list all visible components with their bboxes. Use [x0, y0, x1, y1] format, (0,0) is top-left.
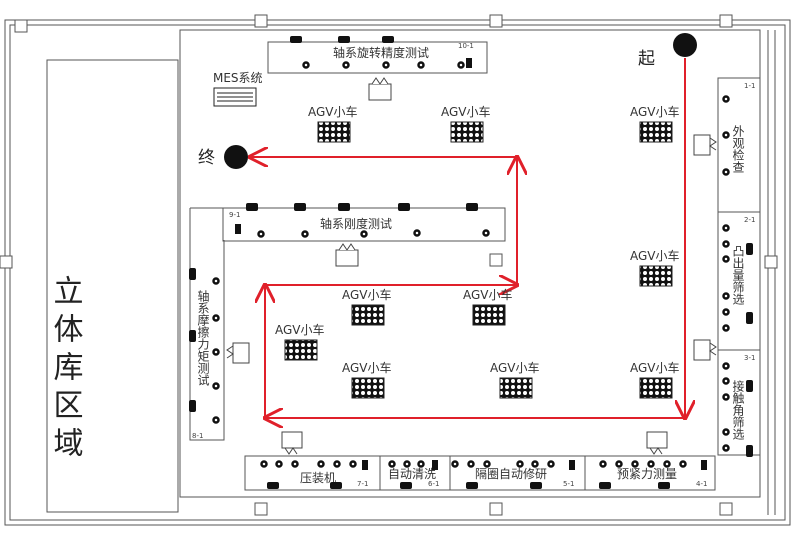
storage-area-label: 立体库区域	[48, 275, 84, 465]
agv-fleet: AGV小车 AGV小车 AGV小车 AGV小车 AGV小车 AGV小车 AGV小车 AGV小车…	[275, 104, 680, 399]
storage-area	[46, 59, 179, 513]
agv-cart-icon	[351, 304, 385, 326]
agv-cart[interactable]: AGV小车	[463, 287, 513, 326]
station-name: 轴系刚度测试	[320, 216, 392, 231]
agv-label: AGV小车	[630, 248, 680, 263]
station-code: 5-1	[563, 480, 574, 488]
station-4-1[interactable]: 预紧力测量 4-1	[617, 467, 707, 488]
station-name: 轴系摩擦力矩测试	[196, 289, 210, 386]
station-9-1[interactable]: 轴系刚度测试 9-1	[190, 203, 506, 242]
bottom-station-clamps	[267, 460, 707, 489]
agv-label: AGV小车	[275, 322, 325, 337]
agv-cart-icon	[639, 377, 673, 399]
robot-arm-icon	[226, 342, 250, 364]
end-label: 终	[198, 148, 215, 168]
station-name: 自动清洗	[388, 467, 436, 481]
station-name: 凸出量筛选	[731, 245, 745, 306]
agv-cart[interactable]: AGV小车	[630, 104, 680, 143]
station-1-1[interactable]: 外观检查 1-1	[717, 77, 761, 213]
agv-cart-icon	[639, 121, 673, 143]
building-walls	[4, 19, 791, 526]
station-code: 10-1	[458, 42, 474, 50]
station-code: 1-1	[744, 82, 755, 90]
agv-cart-icon	[639, 265, 673, 287]
station-code: 2-1	[744, 216, 755, 224]
robot-arm-icon	[646, 431, 668, 455]
agv-cart[interactable]: AGV小车	[441, 104, 491, 143]
station-name: 外观检查	[731, 125, 745, 173]
station-3-1[interactable]: 接触角筛选 3-1	[717, 349, 761, 457]
agv-cart[interactable]: AGV小车	[275, 322, 325, 361]
agv-label: AGV小车	[630, 360, 680, 375]
mes-label: MES系统	[213, 71, 263, 85]
station-code: 7-1	[357, 480, 368, 488]
station-name: 接触角筛选	[731, 379, 745, 441]
mes-icon[interactable]	[213, 87, 257, 107]
robot-arm-icon	[281, 431, 303, 455]
agv-label: AGV小车	[308, 104, 358, 119]
station-name: 压装机	[300, 471, 336, 485]
agv-cart-icon	[351, 377, 385, 399]
agv-label: AGV小车	[630, 104, 680, 119]
agv-cart[interactable]: AGV小车	[342, 360, 392, 399]
start-label: 起	[638, 49, 655, 69]
station-name: 轴系旋转精度测试	[333, 45, 429, 60]
storage-area-text: 立体库区域	[48, 275, 84, 465]
agv-cart[interactable]: AGV小车	[630, 248, 680, 287]
agv-cart[interactable]: AGV小车	[342, 287, 392, 326]
station-code: 6-1	[428, 480, 439, 488]
station-7-1[interactable]: 压装机 7-1	[300, 471, 368, 488]
wall-column-markers	[0, 14, 778, 516]
robot-arm-icon	[368, 77, 392, 101]
station-8-1[interactable]: 轴系摩擦力矩测试 8-1	[189, 208, 225, 441]
agv-route	[250, 58, 685, 418]
robot-arm-icon	[693, 339, 717, 361]
agv-label: AGV小车	[463, 287, 513, 302]
station-name: 隔圈自动修研	[475, 466, 547, 481]
robot-arm-icon	[693, 134, 717, 156]
agv-cart-icon	[472, 304, 506, 326]
start-point-icon	[673, 33, 697, 57]
agv-cart-icon	[499, 377, 533, 399]
agv-label: AGV小车	[441, 104, 491, 119]
agv-cart[interactable]: AGV小车	[308, 104, 358, 143]
station-6-1[interactable]: 自动清洗 6-1	[388, 467, 439, 488]
station-code: 4-1	[696, 480, 707, 488]
agv-label: AGV小车	[490, 360, 540, 375]
station-5-1[interactable]: 隔圈自动修研 5-1	[475, 466, 574, 488]
station-code: 9-1	[229, 211, 240, 219]
agv-cart-icon	[450, 121, 484, 143]
station-code: 3-1	[744, 354, 755, 362]
agv-label: AGV小车	[342, 360, 392, 375]
station-2-1[interactable]: 凸出量筛选 2-1	[717, 211, 761, 351]
station-code: 8-1	[192, 432, 203, 440]
station-name: 预紧力测量	[617, 467, 677, 481]
end-point-icon	[224, 145, 248, 169]
agv-label: AGV小车	[342, 287, 392, 302]
agv-cart-icon	[317, 121, 351, 143]
agv-cart[interactable]: AGV小车	[630, 360, 680, 399]
bottom-station-fixtures	[260, 460, 687, 468]
agv-cart[interactable]: AGV小车	[490, 360, 540, 399]
station-10-1[interactable]: 轴系旋转精度测试 10-1	[267, 36, 488, 74]
robot-arm-icon	[335, 243, 359, 267]
agv-cart-icon	[284, 339, 318, 361]
